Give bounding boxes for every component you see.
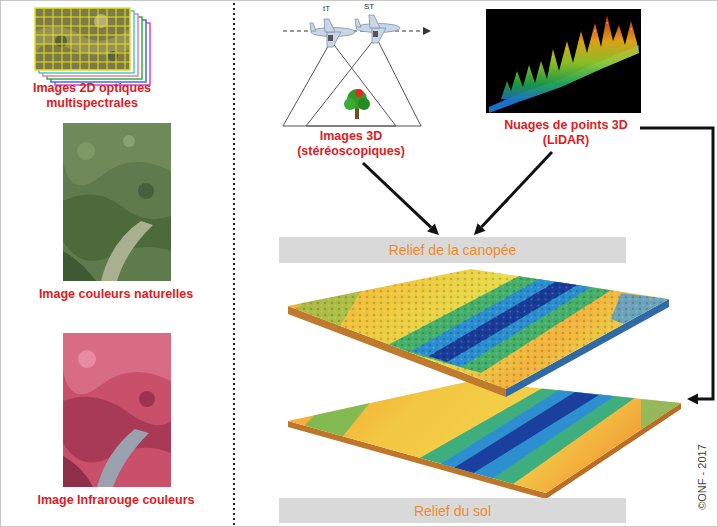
band-text: Relief de la canopée <box>389 242 517 258</box>
relief-band: Relief de la canopée <box>279 237 626 263</box>
connector-line <box>363 163 431 227</box>
natural-color-image <box>63 123 171 281</box>
connector-line <box>482 152 552 227</box>
infrared-color-image <box>63 333 171 487</box>
ground-relief-surface <box>288 381 681 499</box>
caption-text: Images 3D (stéréoscopiques) <box>291 129 411 159</box>
acquisition-time-label: tT <box>323 4 330 13</box>
divider-line <box>233 3 235 527</box>
arrow-head <box>687 394 698 405</box>
connector-line <box>640 128 713 399</box>
stereo-acquisition-sketch <box>283 15 431 126</box>
image-caption: Images 3D (stéréoscopiques) <box>291 129 411 159</box>
caption-text: Image couleurs naturelles <box>39 287 193 302</box>
connector-arrow <box>363 163 439 235</box>
copyright-note: ©ONF - 2017 <box>696 444 708 510</box>
connector-arrow <box>474 152 552 235</box>
relief-band: Relief du sol <box>281 379 685 525</box>
image-caption: Image Infrarouge couleurs <box>21 493 211 508</box>
caption-text: Nuages de points 3D (LiDAR) <box>496 118 636 148</box>
connector-arrow <box>640 128 713 405</box>
grey-band: Relief du sol <box>279 498 626 523</box>
caption-text: Images 2D optiques multispectrales <box>6 81 178 111</box>
image-caption: Nuages de points 3D (LiDAR) <box>496 118 636 148</box>
acquisition-time-label: ST <box>364 2 374 11</box>
arrow-head <box>474 223 486 235</box>
band-text: Relief du sol <box>414 503 491 519</box>
multispectral-stack <box>35 8 150 85</box>
caption-text: Image Infrarouge couleurs <box>38 493 195 508</box>
image-caption: Image couleurs naturelles <box>21 287 211 302</box>
canopy-relief-surface <box>288 269 669 397</box>
lidar-point-cloud <box>486 9 641 113</box>
arrow-head <box>427 223 439 235</box>
image-caption: Images 2D optiques multispectrales <box>6 81 178 111</box>
